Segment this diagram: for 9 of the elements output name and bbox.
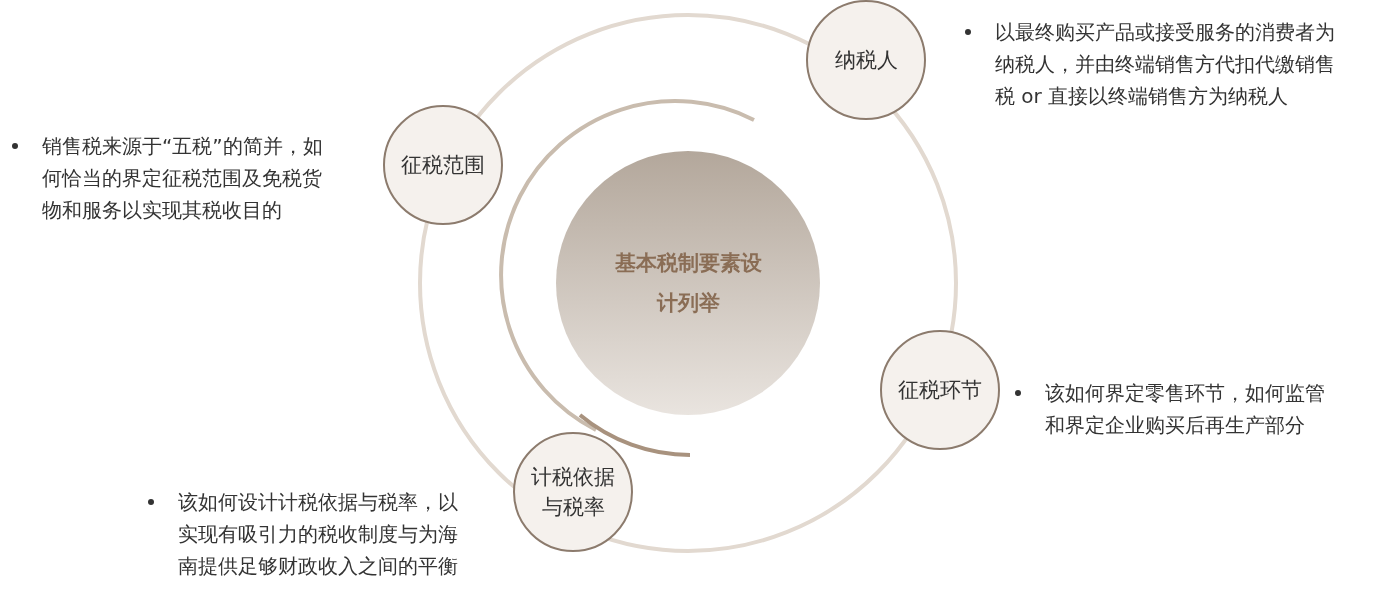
bullet-text: 该如何设计计税依据与税率，以实现有吸引力的税收制度与为海南提供足够财政收入之间的平衡 (178, 489, 459, 580)
topic-circle: 计税依据与税率 (513, 432, 633, 552)
bullet-text: 该如何界定零售环节，如何监管和界定企业购买后再生产部分 (1045, 380, 1326, 439)
topic-circle: 征税范围 (383, 105, 503, 225)
bullet-text: 以最终购买产品或接受服务的消费者为纳税人，并由终端销售方代扣代缴销售税 or 直接以终端销售方为纳税人 (995, 19, 1336, 110)
topic-circle: 纳税人 (806, 0, 926, 120)
bullet-text: 销售税来源于“五税”的简并，如何恰当的界定征税范围及免税货物和服务以实现其税收目的 (42, 133, 324, 224)
central-circle: 基本税制要素设计列举 (556, 151, 820, 415)
topic-circle: 征税环节 (880, 330, 1000, 450)
